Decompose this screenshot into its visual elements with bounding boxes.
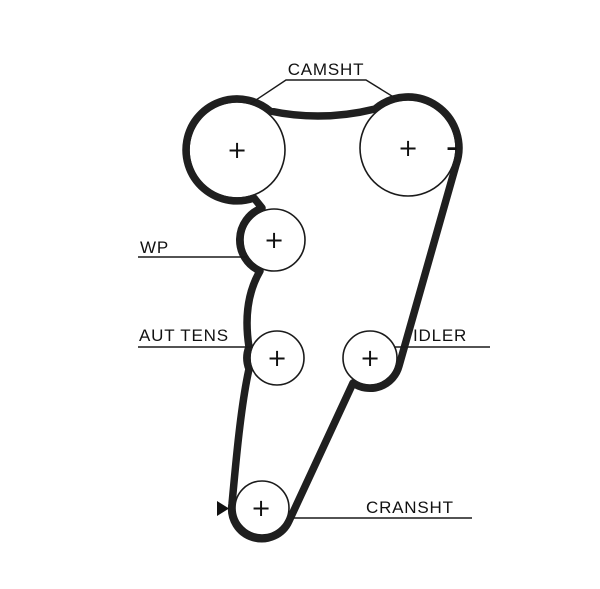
water-pump-center-mark: + — [264, 226, 284, 254]
camshaft-label: CAMSHT — [288, 60, 365, 79]
camshaft-left-center-mark: + — [227, 136, 247, 164]
camshaft-leader-line — [249, 79, 401, 105]
crankshaft-label: CRANSHT — [366, 498, 454, 517]
idler-label: IDLER — [413, 326, 467, 345]
tensioner-label: AUT TENS — [139, 326, 229, 345]
tensioner-center-mark: + — [267, 344, 287, 372]
timing-dash-mark: - — [446, 127, 458, 167]
direction-arrow-icon — [217, 501, 229, 516]
crankshaft-center-mark: + — [251, 494, 271, 522]
water-pump-label: WP — [140, 238, 169, 257]
camshaft-right-center-mark: + — [398, 134, 418, 162]
timing-belt-path — [182, 93, 463, 543]
idler-center-mark: + — [360, 344, 380, 372]
